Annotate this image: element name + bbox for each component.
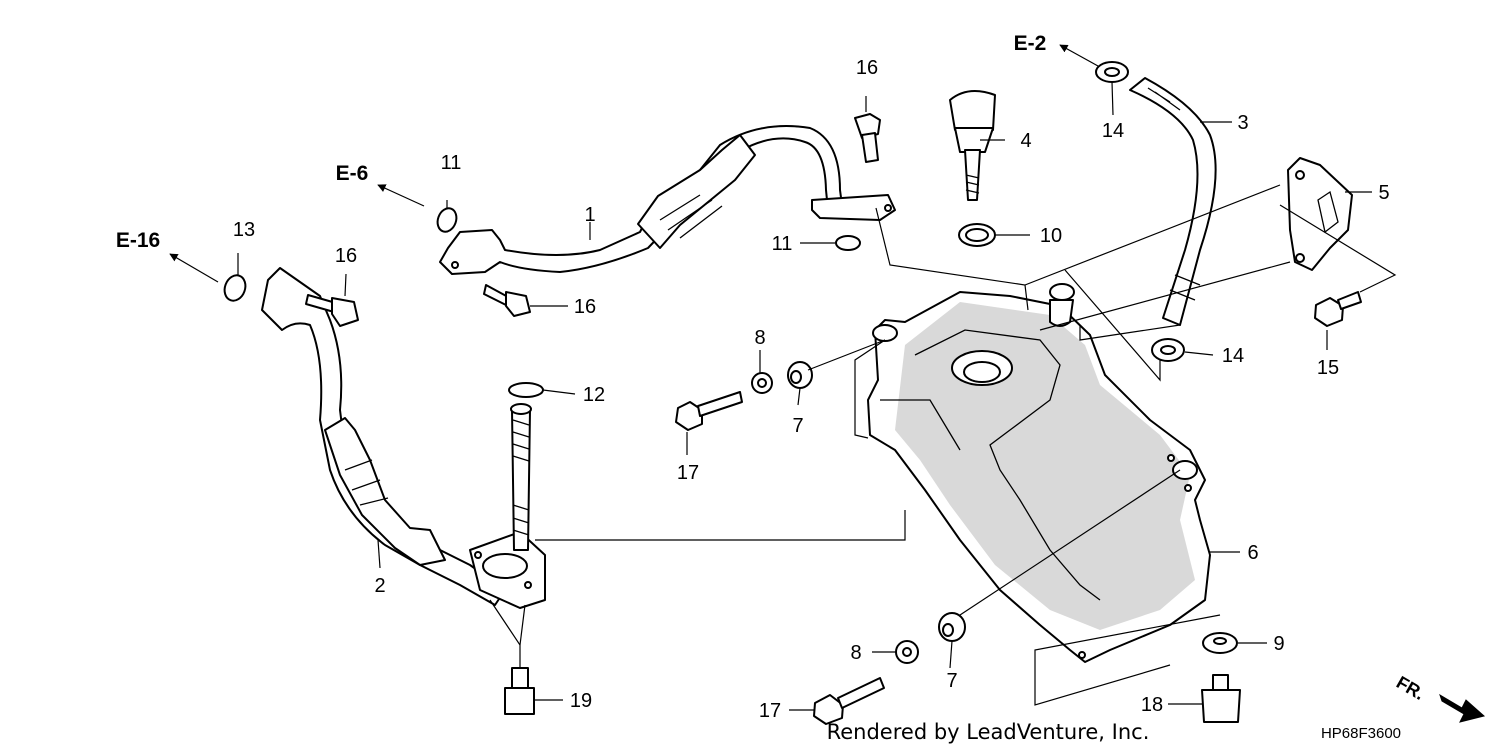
front-direction-indicator: FR. xyxy=(1393,672,1486,723)
oil-strainer xyxy=(508,382,544,551)
ref-label-e16: E-16 xyxy=(116,229,160,252)
bolt-15 xyxy=(1314,291,1362,327)
callout-7-lower: 7 xyxy=(946,670,957,692)
callout-11-left: 11 xyxy=(441,152,462,174)
ref-arrows xyxy=(169,44,1099,283)
callout-3: 3 xyxy=(1237,112,1248,134)
render-credit: Rendered by LeadVenture, Inc. xyxy=(827,720,1150,744)
callout-16-middle: 16 xyxy=(574,296,596,318)
callout-2: 2 xyxy=(374,575,385,597)
callout-4: 4 xyxy=(1020,130,1031,152)
callout-14-upper: 14 xyxy=(1102,120,1124,142)
grommet-7-lower xyxy=(938,612,966,642)
grommet-7-upper xyxy=(787,361,813,389)
washer-8-lower xyxy=(895,640,919,664)
oil-tank xyxy=(867,283,1211,663)
callout-17-upper: 17 xyxy=(677,462,699,484)
leader-lines xyxy=(237,81,1397,711)
bolt-17-upper xyxy=(675,391,743,431)
bolt-16-left xyxy=(305,294,359,327)
hose-clip-lower xyxy=(1151,338,1185,362)
o-ring-11-left xyxy=(436,207,458,233)
breather-hose xyxy=(1129,77,1217,326)
o-ring-13 xyxy=(223,274,247,302)
callout-10: 10 xyxy=(1040,225,1062,247)
callout-12: 12 xyxy=(583,384,605,406)
callout-9: 9 xyxy=(1273,633,1284,655)
bolt-17-lower xyxy=(813,677,885,725)
front-direction-label: FR. xyxy=(1393,672,1428,704)
callout-7-upper: 7 xyxy=(792,415,803,437)
ref-label-e6: E-6 xyxy=(336,162,369,185)
callout-1: 1 xyxy=(584,204,595,226)
callout-8-lower: 8 xyxy=(850,642,861,664)
bolt-16-middle xyxy=(483,284,531,317)
diagram-code: HP68F3600 xyxy=(1321,725,1401,742)
oil-pipe-2 xyxy=(261,267,546,609)
front-direction-arrow-icon xyxy=(1439,693,1486,723)
bolt-19 xyxy=(504,667,535,715)
callout-8-upper: 8 xyxy=(754,327,765,349)
bracket xyxy=(1287,157,1353,271)
callout-18: 18 xyxy=(1141,694,1163,716)
callout-17-lower: 17 xyxy=(759,700,781,722)
callout-5: 5 xyxy=(1378,182,1389,204)
callout-16-top: 16 xyxy=(856,57,878,79)
oil-pipe-1 xyxy=(439,125,896,275)
callout-labels: 1 2 3 4 5 6 7 7 8 8 9 10 11 11 12 13 14 … xyxy=(233,57,1390,722)
hose-clip-upper xyxy=(1095,61,1129,83)
callout-14-lower: 14 xyxy=(1222,345,1244,367)
washer-8-upper xyxy=(751,372,773,394)
callout-16-left: 16 xyxy=(335,245,357,267)
drain-bolt-18 xyxy=(1201,674,1241,723)
bolt-16-top xyxy=(854,113,881,163)
oil-dipstick xyxy=(949,90,996,247)
callout-15: 15 xyxy=(1317,357,1339,379)
callout-6: 6 xyxy=(1247,542,1258,564)
washer-9 xyxy=(1202,632,1238,654)
callout-19: 19 xyxy=(570,690,592,712)
reference-labels: E-2 E-6 E-16 xyxy=(116,32,1047,252)
ref-label-e2: E-2 xyxy=(1014,32,1047,55)
callout-13: 13 xyxy=(233,219,255,241)
o-ring-11-right xyxy=(835,235,861,251)
callout-11-right: 11 xyxy=(772,233,793,255)
